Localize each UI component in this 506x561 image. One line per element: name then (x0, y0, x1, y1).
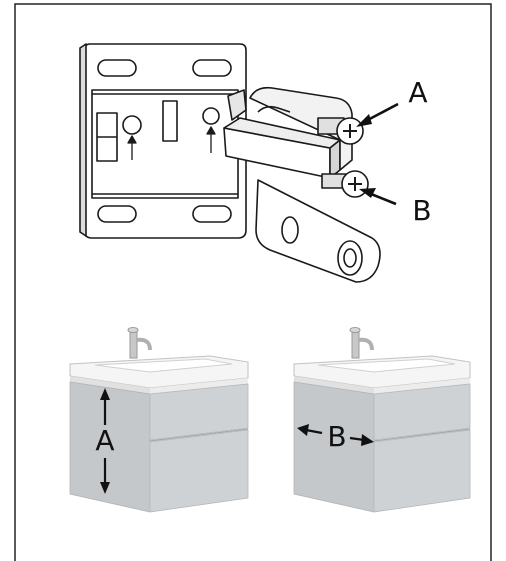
cabinet-right (293, 327, 471, 513)
square-hole-middle (162, 100, 178, 142)
hinge-label-a: A (408, 76, 427, 109)
cabinet-right-drawer-bottom (373, 429, 471, 513)
cabinet-right-drawer-top (373, 383, 471, 441)
slot-bottom-right (192, 205, 232, 223)
slot-top-right (192, 59, 232, 77)
cup-hole-1 (281, 216, 299, 244)
dimension-arrow-a (100, 388, 110, 494)
cabinet-right-label: B (327, 420, 346, 453)
cabinet-left-drawer-top (149, 383, 249, 441)
cabinet-left-drawer-bottom (149, 429, 249, 513)
cabinet-left-label: A (95, 424, 114, 457)
round-hole-left (122, 115, 142, 135)
slot-top-left (97, 59, 137, 77)
plate-edge (79, 43, 87, 237)
page-border (14, 3, 492, 561)
hinge-illustration (79, 43, 381, 283)
hinge-label-b: B (412, 194, 431, 227)
cabinet-left (69, 327, 249, 513)
slot-bottom-left (97, 205, 137, 223)
hinge-callouts (356, 102, 399, 206)
round-hole-right (202, 107, 220, 125)
dimension-arrow-b (297, 424, 374, 446)
